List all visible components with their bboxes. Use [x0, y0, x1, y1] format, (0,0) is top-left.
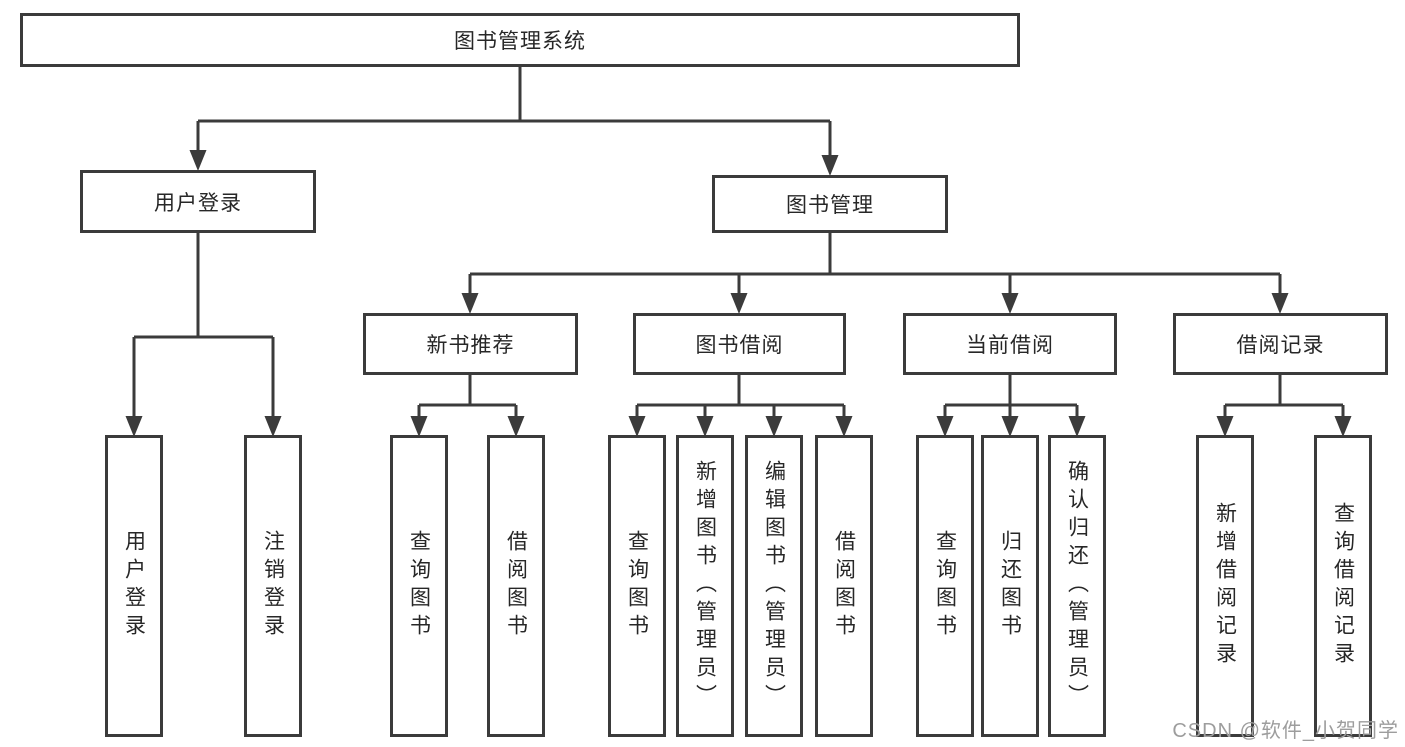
node-label: 借阅记录: [1236, 334, 1325, 357]
leaf-user-login: 用户登录: [105, 435, 163, 737]
leaf-query-books-1: 查询图书: [390, 435, 448, 737]
leaf-add-books-admin: 新增图书（管理员）: [676, 435, 734, 737]
node-label: 查询图书: [933, 530, 957, 642]
node-label: 用户登录: [154, 191, 242, 215]
node-label: 查询借阅记录: [1331, 502, 1355, 670]
node-label: 新书推荐: [426, 334, 515, 357]
node-label: 新增借阅记录: [1213, 502, 1237, 670]
node-label: 编辑图书（管理员）: [762, 460, 786, 712]
leaf-add-borrow-record: 新增借阅记录: [1196, 435, 1254, 737]
node-label: 借阅图书: [504, 530, 528, 642]
node-label: 新增图书（管理员）: [693, 460, 717, 712]
node-label: 查询图书: [625, 530, 649, 642]
node-label: 确认归还（管理员）: [1065, 460, 1089, 712]
node-label: 图书管理系统: [454, 30, 586, 53]
leaf-query-books-2: 查询图书: [608, 435, 666, 737]
node-label: 归还图书: [998, 530, 1022, 642]
leaf-query-borrow-record: 查询借阅记录: [1314, 435, 1372, 737]
leaf-edit-books-admin: 编辑图书（管理员）: [745, 435, 803, 737]
node-label: 当前借阅: [966, 334, 1054, 357]
node-label: 用户登录: [122, 530, 146, 642]
node-label: 图书管理: [786, 194, 874, 217]
leaf-query-books-3: 查询图书: [916, 435, 974, 737]
node-book-management: 图书管理: [712, 175, 948, 233]
node-label: 借阅图书: [832, 530, 856, 642]
leaf-confirm-return-admin: 确认归还（管理员）: [1048, 435, 1106, 737]
node-book-borrow: 图书借阅: [633, 313, 846, 375]
leaf-return-books: 归还图书: [981, 435, 1039, 737]
node-new-book-recommend: 新书推荐: [363, 313, 578, 375]
node-current-borrow: 当前借阅: [903, 313, 1117, 375]
node-user-login: 用户登录: [80, 170, 316, 233]
watermark: CSDN @软件_小贺同学: [1172, 720, 1399, 742]
node-label: 图书借阅: [695, 334, 784, 357]
node-label: 查询图书: [407, 530, 431, 642]
leaf-logout: 注销登录: [244, 435, 302, 737]
node-label: 注销登录: [261, 530, 285, 642]
leaf-borrow-books-1: 借阅图书: [487, 435, 545, 737]
leaf-borrow-books-2: 借阅图书: [815, 435, 873, 737]
node-borrow-records: 借阅记录: [1173, 313, 1388, 375]
node-root-system: 图书管理系统: [20, 13, 1020, 67]
